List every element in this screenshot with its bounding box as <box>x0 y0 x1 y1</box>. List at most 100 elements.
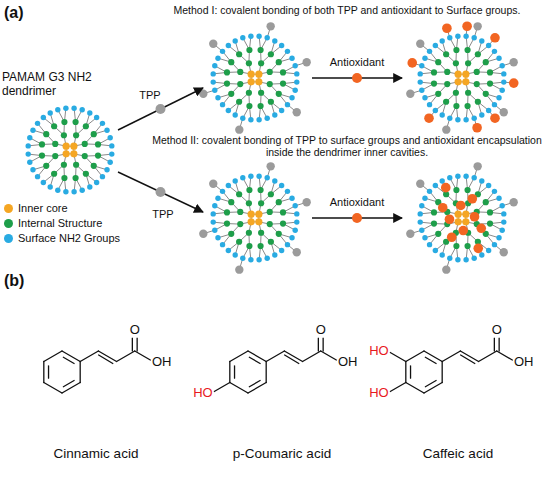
internal-dot <box>431 220 437 226</box>
surface-dot <box>48 184 53 189</box>
internal-dot <box>61 162 67 168</box>
surface-dot <box>233 178 238 183</box>
surface-dot <box>427 242 432 247</box>
atom-label: OH <box>151 354 173 369</box>
surface-dot <box>272 112 277 117</box>
surface-dot <box>211 219 216 224</box>
internal-dot <box>268 99 274 105</box>
chemical-bond <box>80 351 98 362</box>
antioxidant-dot <box>441 183 451 193</box>
surface-dot <box>55 107 60 112</box>
antioxidant-dot <box>438 203 448 213</box>
antioxidant-dot <box>458 226 468 236</box>
chemical-bond <box>43 362 44 383</box>
antioxidant-dot <box>462 21 472 31</box>
internal-dot <box>228 59 234 65</box>
surface-dot <box>264 35 269 40</box>
surface-dot <box>422 95 427 100</box>
antioxidant-dot <box>490 33 500 43</box>
surface-dot <box>440 252 445 257</box>
surface-dot <box>479 178 484 183</box>
surface-dot <box>109 143 114 148</box>
surface-dot <box>240 175 245 180</box>
surface-dot <box>479 112 484 117</box>
surface-dot <box>289 56 294 61</box>
surface-dot <box>419 63 424 68</box>
reagent-dot <box>156 104 166 114</box>
tpp-dot <box>209 40 217 48</box>
internal-dot <box>453 90 459 96</box>
reagent-dot <box>352 73 362 83</box>
antioxidant-dot <box>476 223 486 233</box>
surface-dot <box>433 43 438 48</box>
internal-dot <box>443 99 449 105</box>
surface-dot <box>419 87 424 92</box>
internal-dot <box>237 69 243 75</box>
internal-dot <box>258 200 264 206</box>
internal-dot <box>465 90 471 96</box>
internal-dot <box>435 59 441 65</box>
chemical-bond <box>425 357 436 363</box>
antioxidant-dot <box>456 201 466 211</box>
core-dot <box>255 218 262 225</box>
reagent-label: TPP <box>139 89 160 102</box>
antioxidant-dot <box>473 244 483 254</box>
surface-dot <box>35 174 40 179</box>
surface-dot <box>220 49 225 54</box>
surface-dot <box>294 79 299 84</box>
chemical-bond <box>234 366 235 378</box>
dendrimer <box>199 162 311 274</box>
surface-dot <box>30 128 35 133</box>
surface-dot <box>87 184 92 189</box>
chemical-bond <box>390 353 406 362</box>
internal-dot <box>267 81 273 87</box>
surface-dot <box>264 175 269 180</box>
internal-dot <box>39 152 45 158</box>
internal-dot <box>453 187 459 193</box>
chemical-bond <box>406 383 424 394</box>
surface-dot <box>272 38 277 43</box>
internal-dot <box>246 187 252 193</box>
surface-dot <box>463 34 468 39</box>
surface-dot <box>440 178 445 183</box>
surface-dot <box>100 174 105 179</box>
tpp-dot <box>500 248 508 256</box>
internal-dot <box>73 132 79 138</box>
chemical-bond <box>318 338 319 351</box>
chemical-bond <box>494 338 495 351</box>
core-dot <box>455 71 462 78</box>
tpp-dot <box>293 108 301 116</box>
core-dot <box>70 143 77 150</box>
legend-entry: Surface NH2 Groups <box>4 232 120 244</box>
chemical-bond <box>405 362 406 383</box>
internal-dot <box>246 200 252 206</box>
chemical-bond <box>442 362 443 383</box>
chemical-bond <box>498 338 499 351</box>
method-heading: Method II: covalent bonding of TPP to su… <box>149 134 545 158</box>
surface-dot <box>212 87 217 92</box>
tpp-dot <box>473 22 481 30</box>
internal-dot <box>431 209 437 215</box>
surface-dot <box>463 117 468 122</box>
internal-dot <box>276 91 282 97</box>
chemical-bond <box>132 338 133 351</box>
surface-dot <box>211 71 216 76</box>
chemical-bond <box>117 351 135 362</box>
internal-dot <box>453 60 459 66</box>
surface-dot <box>433 108 438 113</box>
surface-dot <box>248 174 253 179</box>
surface-dot <box>79 187 84 192</box>
surface-dot <box>486 183 491 188</box>
antioxidant-dot <box>447 232 457 242</box>
tpp-dot <box>199 89 207 97</box>
atom-label: O <box>129 323 141 338</box>
internal-dot <box>474 69 480 75</box>
surface-dot <box>240 115 245 120</box>
internal-dot <box>51 171 57 177</box>
molecule-structure <box>390 338 512 393</box>
surface-dot <box>279 108 284 113</box>
chemical-bond <box>249 357 260 363</box>
surface-dot <box>240 35 245 40</box>
internal-dot <box>475 99 481 105</box>
